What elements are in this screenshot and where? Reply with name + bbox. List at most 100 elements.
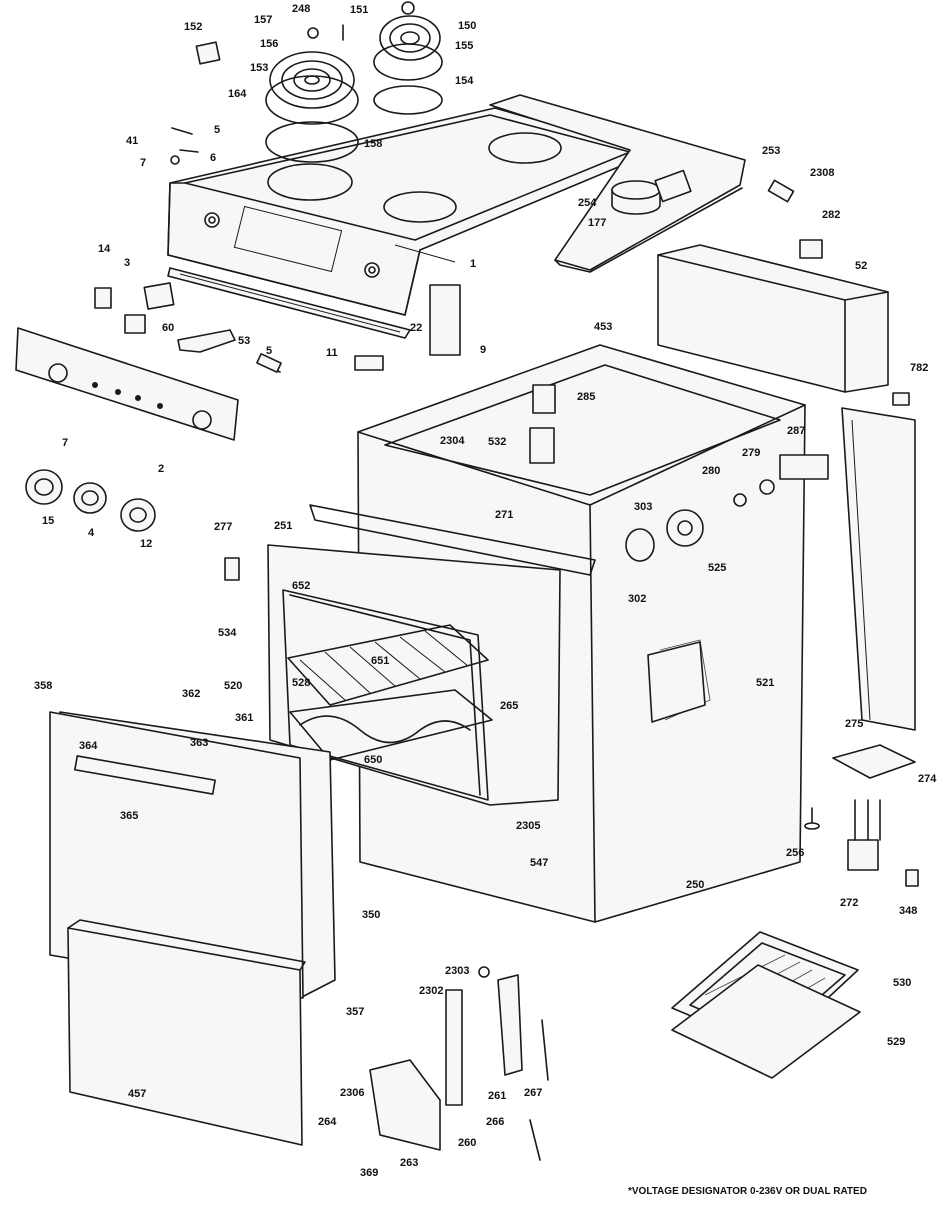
part-label: 264 [318, 1116, 337, 1128]
part-label: 2306 [340, 1087, 365, 1099]
part-label: 6 [210, 152, 217, 164]
part-label: 4 [88, 527, 95, 539]
part-label: 782 [910, 362, 929, 374]
part-label: 22 [410, 322, 423, 334]
part-label: 650 [364, 754, 383, 766]
part-label: 275 [845, 718, 864, 730]
part-label: 2304 [440, 435, 465, 447]
part-label: 2308 [810, 167, 835, 179]
part-label: 256 [786, 847, 805, 859]
part-label: 547 [530, 857, 549, 869]
part-label: 2305 [516, 820, 541, 832]
part-label: 2303 [445, 965, 470, 977]
misc-parts-drawing [224, 179, 919, 887]
part-label: 14 [98, 243, 111, 255]
part-label: 521 [756, 677, 775, 689]
part-label: 53 [238, 335, 251, 347]
part-label: 279 [742, 447, 761, 459]
part-label: 152 [184, 21, 203, 33]
part-label: 2 [158, 463, 165, 475]
part-label: 530 [893, 977, 912, 989]
part-label: 350 [362, 909, 381, 921]
part-label: 251 [274, 520, 293, 532]
part-label: 528 [292, 677, 311, 689]
part-label: 5 [214, 124, 221, 136]
part-label: 248 [292, 3, 311, 15]
part-label: 150 [458, 20, 477, 32]
part-label: 177 [588, 217, 607, 229]
part-label: 520 [224, 680, 243, 692]
back-panel-drawing [657, 244, 889, 393]
voltage-footnote: *VOLTAGE DESIGNATOR 0-236V OR DUAL RATED [628, 1186, 867, 1197]
part-label: 158 [364, 138, 383, 150]
drawer-hardware-drawing [369, 966, 549, 1161]
vent-drawing [611, 169, 692, 215]
part-label: 15 [42, 515, 55, 527]
part-label: 253 [762, 145, 781, 157]
part-label: 3 [124, 257, 131, 269]
part-label: 1 [470, 258, 477, 270]
knobs-drawing [25, 469, 156, 532]
part-label: 11 [326, 347, 338, 359]
part-label: 277 [214, 521, 233, 533]
oven-racks-drawing [287, 624, 493, 761]
part-label: 287 [787, 425, 806, 437]
cooktop-drawing [167, 107, 641, 316]
part-label: 532 [488, 436, 507, 448]
part-label: 525 [708, 562, 727, 574]
part-label: 361 [235, 712, 254, 724]
part-label: 151 [350, 4, 369, 16]
small-parts-drawing [94, 127, 461, 373]
part-label: 2302 [419, 985, 444, 997]
part-label: 282 [822, 209, 841, 221]
part-label: 652 [292, 580, 311, 592]
part-label: 157 [254, 14, 273, 26]
part-label: 154 [455, 75, 474, 87]
part-label: 155 [455, 40, 474, 52]
part-label: 364 [79, 740, 98, 752]
part-label: 164 [228, 88, 247, 100]
part-label: 52 [855, 260, 868, 272]
part-label: 358 [34, 680, 53, 692]
part-label: 362 [182, 688, 201, 700]
part-label: 272 [840, 897, 859, 909]
part-label: 285 [577, 391, 596, 403]
part-label: 5 [266, 345, 273, 357]
part-label: 457 [128, 1088, 147, 1100]
part-label: 280 [702, 465, 721, 477]
part-label: 156 [260, 38, 279, 50]
part-label: 266 [486, 1116, 505, 1128]
surface-elements-drawing [195, 1, 443, 163]
part-label: 303 [634, 501, 653, 513]
part-label: 260 [458, 1137, 477, 1149]
cooktop-tray-drawing [489, 94, 746, 273]
broiler-pan-drawing [671, 931, 861, 1079]
part-label: 254 [578, 197, 597, 209]
part-label: 60 [162, 322, 175, 334]
part-label: 250 [686, 879, 705, 891]
part-label: 153 [250, 62, 269, 74]
part-label: 263 [400, 1157, 419, 1169]
part-label: 302 [628, 593, 647, 605]
part-label: 369 [360, 1167, 379, 1179]
part-label: 9 [480, 344, 487, 356]
part-label: 365 [120, 810, 139, 822]
part-label: 41 [126, 135, 139, 147]
part-label: 651 [371, 655, 390, 667]
part-label: 271 [495, 509, 514, 521]
part-label: 7 [140, 157, 147, 169]
part-label: 357 [346, 1006, 365, 1018]
part-label: 265 [500, 700, 519, 712]
part-label: 274 [918, 773, 937, 785]
part-label: 534 [218, 627, 237, 639]
oven-liner-drawing [267, 504, 596, 806]
drawer-drawing [67, 919, 306, 1146]
part-label: 529 [887, 1036, 906, 1048]
part-label: 453 [594, 321, 613, 333]
part-label: 12 [140, 538, 153, 550]
side-panel-drawing [841, 407, 916, 731]
front-trim-drawing [167, 267, 411, 339]
part-label: 363 [190, 737, 209, 749]
